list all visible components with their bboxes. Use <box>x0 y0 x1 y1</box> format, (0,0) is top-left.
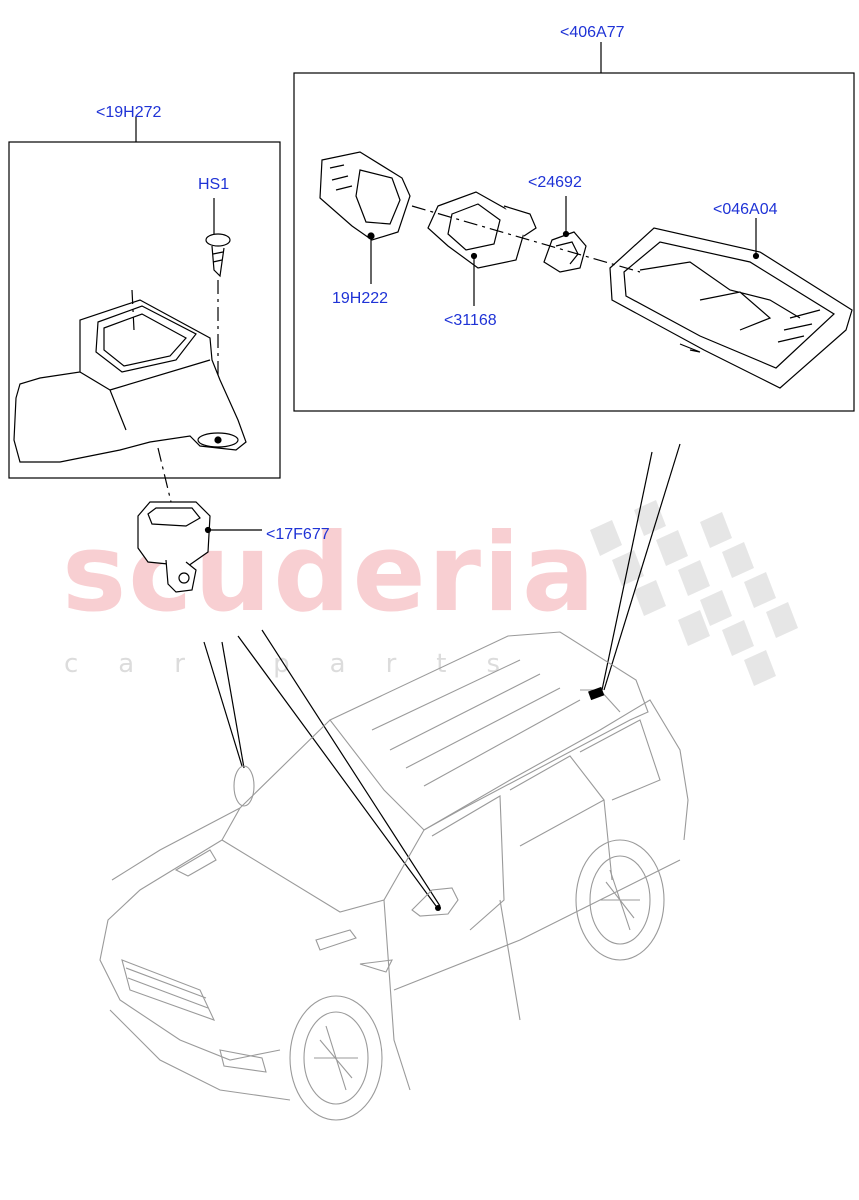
sensor-housing-part <box>609 227 853 389</box>
callout-406a77[interactable]: <406A77 <box>560 24 625 41</box>
screw-part <box>205 233 231 278</box>
clip-part <box>543 230 587 273</box>
bracket-part <box>427 191 537 269</box>
watermark-flag <box>590 500 798 686</box>
vehicle-outline <box>99 631 689 1121</box>
camera-mount-part <box>13 299 247 463</box>
callout-hs1[interactable]: HS1 <box>198 176 230 193</box>
mirror-camera-marker <box>435 905 441 911</box>
group-frame-right <box>293 72 855 412</box>
mount-axis-bottom <box>157 447 173 507</box>
callout-19h222[interactable]: 19H222 <box>332 290 389 307</box>
callout-17f677[interactable]: <17F677 <box>266 526 330 543</box>
callout-24692[interactable]: <24692 <box>528 174 582 191</box>
location-pointers <box>203 443 681 907</box>
windscreen-sensor-marker <box>588 686 605 701</box>
callout-31168[interactable]: <31168 <box>444 312 497 329</box>
callout-046a04[interactable]: <046A04 <box>713 201 778 218</box>
group-frame-left <box>8 141 281 479</box>
camera-part <box>137 501 212 593</box>
assembly-axis-right <box>411 205 641 273</box>
callout-19h272[interactable]: <19H272 <box>96 104 162 121</box>
connector-part <box>319 151 411 241</box>
watermark-tagline: car parts <box>64 649 541 679</box>
mount-axis-top <box>131 289 135 331</box>
